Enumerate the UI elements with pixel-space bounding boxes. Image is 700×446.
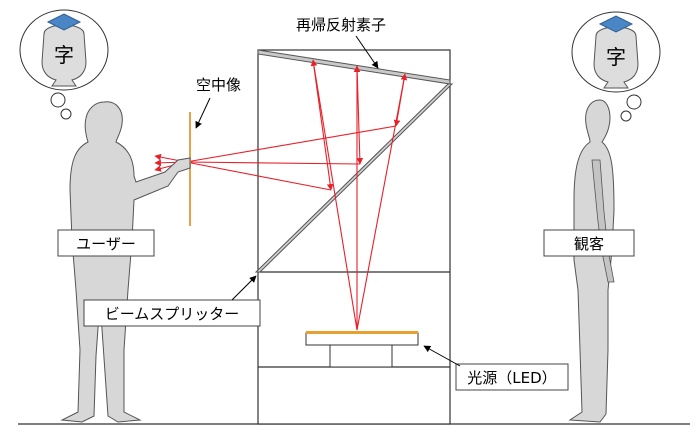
observer-thought-hat-icon — [598, 15, 634, 33]
label-retroreflector: 再帰反射素子 — [296, 16, 386, 34]
ray-9 — [185, 125, 397, 163]
label-box-beam-splitter — [83, 299, 261, 327]
led-strip — [306, 331, 418, 334]
beam-splitter — [254, 83, 454, 273]
leader-aerial-image — [195, 97, 211, 129]
device-housing — [257, 49, 451, 425]
user-bubble-dot-medium — [50, 92, 66, 108]
leader-retroreflector — [355, 35, 379, 69]
label-aerial-image: 空中像 — [196, 76, 241, 94]
observer-thought-glyph: 字 — [606, 45, 626, 69]
label-beam-splitter: ビームスプリッター — [105, 305, 240, 323]
user-thought-bubble: 字 — [19, 9, 109, 120]
ray-1 — [310, 59, 358, 331]
label-observer: 観客 — [574, 235, 604, 253]
observer-body — [568, 99, 615, 423]
label-box-user — [57, 229, 155, 257]
leader-light-source — [423, 345, 461, 367]
user-body — [60, 101, 191, 423]
observer-bubble-dot-medium — [626, 94, 642, 110]
user-figure — [60, 101, 191, 423]
label-user: ユーザー — [76, 235, 136, 253]
observer-figure — [568, 99, 615, 423]
label-light-source: 光源（LED） — [467, 369, 556, 387]
ray-4 — [312, 59, 334, 191]
leader-beam-splitter — [231, 275, 257, 301]
user-thought-hat-icon — [46, 13, 82, 31]
ray-6 — [393, 73, 406, 127]
ray-8 — [185, 161, 361, 165]
ray-5 — [356, 65, 364, 165]
label-box-light-source — [455, 363, 569, 391]
light-rays — [154, 59, 408, 331]
led-platform — [305, 332, 419, 346]
led-stand — [329, 344, 393, 368]
ray-3 — [356, 73, 408, 331]
label-box-observer — [543, 229, 635, 257]
observer-thought-bubble: 字 — [571, 11, 661, 122]
user-thought-glyph: 字 — [54, 43, 74, 67]
observer-bubble-dot-small — [620, 110, 632, 122]
ray-7 — [185, 161, 332, 191]
housing-frame — [257, 49, 451, 425]
user-bubble-dot-small — [60, 108, 72, 120]
